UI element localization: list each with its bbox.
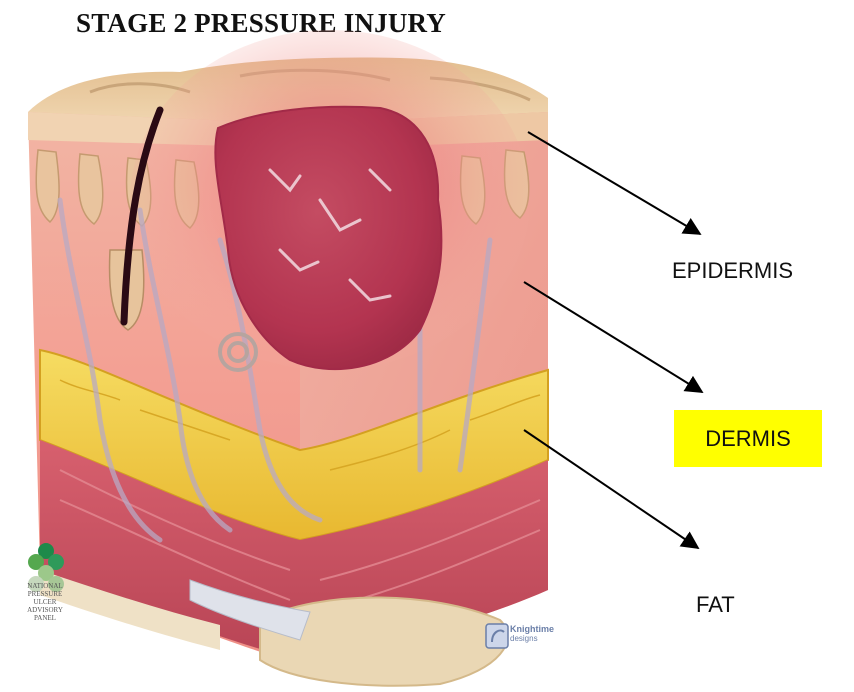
label-epidermis: EPIDERMIS [672, 258, 793, 284]
arrow-fat [524, 430, 698, 548]
npuap-logo-text: NATIONAL PRESSURE ULCER ADVISORY PANEL [18, 582, 72, 622]
arrow-dermis [524, 282, 702, 392]
knightime-logo-text: Knightime designs [484, 624, 554, 644]
arrow-epidermis [528, 132, 700, 234]
knightime-sub: designs [510, 634, 554, 644]
knightime-name: Knightime [510, 624, 554, 634]
label-fat: FAT [696, 592, 735, 618]
label-dermis: DERMIS [674, 410, 822, 467]
